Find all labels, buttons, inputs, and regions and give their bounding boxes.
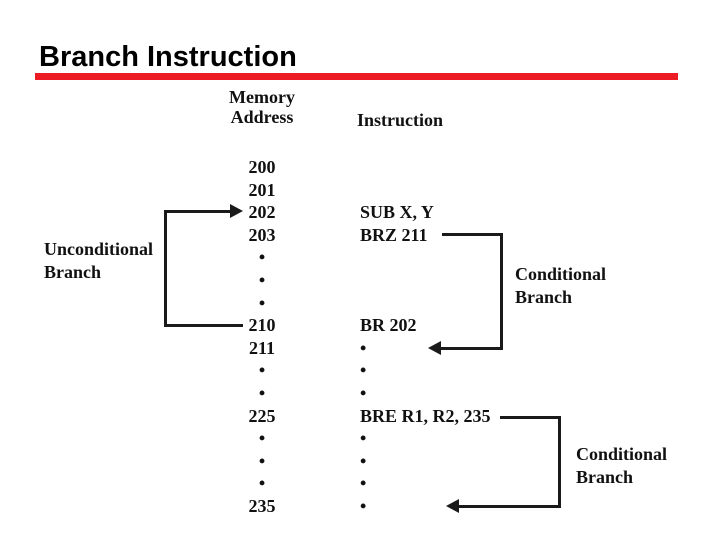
memory-address-cell: 202	[248, 202, 276, 222]
table-row: •	[0, 293, 720, 313]
label-line: Unconditional	[44, 239, 154, 259]
instruction-cell: •	[360, 451, 367, 471]
page-title: Branch Instruction	[39, 41, 297, 73]
memory-address-cell: •	[258, 360, 266, 380]
arrowhead-left-icon	[446, 499, 459, 513]
label-line: Branch	[44, 262, 102, 282]
table-row: ••	[0, 428, 720, 448]
memory-address-cell: 201	[248, 180, 276, 200]
table-row: •	[0, 247, 720, 267]
memory-address-cell: •	[258, 247, 266, 267]
memory-header-line2: Address	[230, 107, 294, 127]
table-row: ••	[0, 383, 720, 403]
table-row: ••	[0, 451, 720, 471]
table-row: ••	[0, 360, 720, 380]
label-line: Conditional	[515, 264, 607, 284]
memory-address-cell: 210	[248, 315, 276, 335]
table-row: 203 BRZ 211	[0, 225, 720, 245]
memory-address-column-header: Memory Address	[202, 87, 322, 127]
table-row: ••	[0, 473, 720, 493]
instruction-cell: •	[360, 383, 367, 403]
unconditional-branch-label: Unconditional Branch	[44, 238, 153, 284]
instruction-cell: •	[360, 496, 367, 516]
conditional1-top-line	[442, 233, 503, 236]
memory-address-cell: •	[258, 428, 266, 448]
table-row: 225 BRE R1, R2, 235	[0, 406, 720, 426]
memory-address-cell: •	[258, 293, 266, 313]
memory-address-cell: 203	[248, 225, 276, 245]
memory-address-cell: 200	[248, 157, 276, 177]
conditional1-bottom-line	[441, 347, 503, 350]
memory-address-cell: 225	[248, 406, 276, 426]
label-line: Conditional	[576, 444, 668, 464]
table-row: 201	[0, 180, 720, 200]
unconditional-bottom-line	[164, 324, 243, 327]
instruction-cell: SUB X, Y	[360, 202, 434, 222]
instruction-cell: BRE R1, R2, 235	[360, 406, 491, 426]
memory-address-cell: •	[258, 473, 266, 493]
conditional2-bottom-line	[459, 505, 561, 508]
label-line: Branch	[515, 287, 573, 307]
instruction-cell: •	[360, 428, 367, 448]
table-row: 202 SUB X, Y	[0, 202, 720, 222]
memory-header-line1: Memory	[229, 87, 295, 107]
instruction-cell: •	[360, 473, 367, 493]
conditional2-top-line	[500, 416, 561, 419]
memory-address-cell: •	[258, 270, 266, 290]
arrowhead-right-icon	[230, 204, 243, 218]
table-row: 211 •	[0, 338, 720, 358]
unconditional-vertical-line	[164, 210, 167, 327]
title-underline-rule	[35, 73, 678, 80]
label-line: Branch	[576, 467, 634, 487]
instruction-cell: BRZ 211	[360, 225, 428, 245]
instruction-column-header: Instruction	[357, 110, 444, 130]
memory-address-cell: 211	[248, 338, 275, 358]
instruction-cell: BR 202	[360, 315, 417, 335]
conditional-branch-label-1: Conditional Branch	[515, 263, 606, 309]
memory-address-cell: •	[258, 451, 266, 471]
conditional1-vertical-line	[500, 233, 503, 350]
instruction-cell: •	[360, 360, 367, 380]
memory-address-cell: •	[258, 383, 266, 403]
instruction-cell: •	[360, 338, 367, 358]
table-row: •	[0, 270, 720, 290]
table-row: 210 BR 202	[0, 315, 720, 335]
memory-address-cell: 235	[248, 496, 276, 516]
table-row: 200	[0, 157, 720, 177]
unconditional-top-line	[164, 210, 232, 213]
table-row: 235 •	[0, 496, 720, 516]
arrowhead-left-icon	[428, 341, 441, 355]
conditional2-vertical-line	[558, 416, 561, 508]
conditional-branch-label-2: Conditional Branch	[576, 443, 667, 489]
